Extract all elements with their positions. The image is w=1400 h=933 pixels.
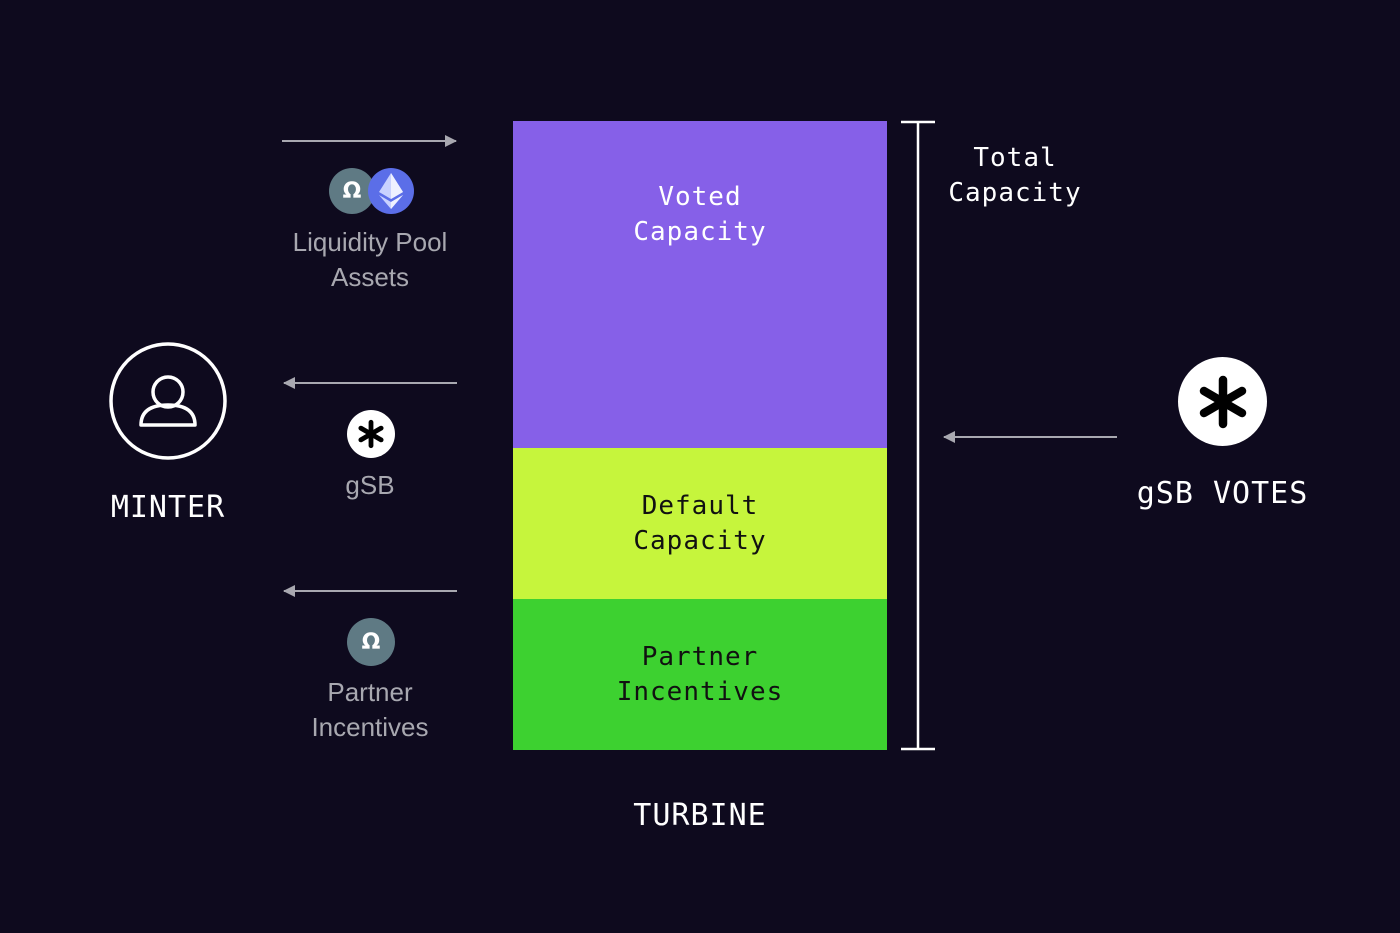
omega-glyph: Ω [342, 178, 362, 204]
asterisk-icon [1178, 357, 1267, 446]
asterisk-glyph [1199, 375, 1246, 428]
default-capacity-label: Default Capacity [633, 490, 767, 556]
partner-omega-coin-icon: Ω [347, 618, 395, 666]
gsb-asterisk-glyph [358, 419, 384, 449]
gsb-asterisk-icon [347, 410, 395, 458]
liquidity-pool-assets-label: Liquidity Pool Assets [292, 227, 448, 292]
total-capacity-bracket [901, 120, 935, 751]
voted-capacity-block: Voted Capacity [513, 121, 887, 448]
ethereum-glyph [379, 173, 403, 209]
gsb-label: gSB [345, 470, 395, 500]
ethereum-icon [368, 168, 414, 214]
turbine-label: TURBINE [633, 798, 767, 833]
total-capacity-label: Total Capacity [948, 143, 1082, 208]
partner-incentives-label: Partner Incentives [616, 641, 784, 707]
partner-incentives-flow-label: Partner Incentives [311, 677, 429, 742]
voted-capacity-label: Voted Capacity [633, 181, 767, 247]
partner-incentives-block: Partner Incentives [513, 599, 887, 750]
minter-label: MINTER [110, 490, 226, 525]
default-capacity-block: Default Capacity [513, 448, 887, 599]
gsb-votes-label: gSB VOTES [1136, 476, 1309, 511]
partner-omega-glyph: Ω [361, 629, 381, 655]
omega-coin-icon: Ω [329, 168, 375, 214]
